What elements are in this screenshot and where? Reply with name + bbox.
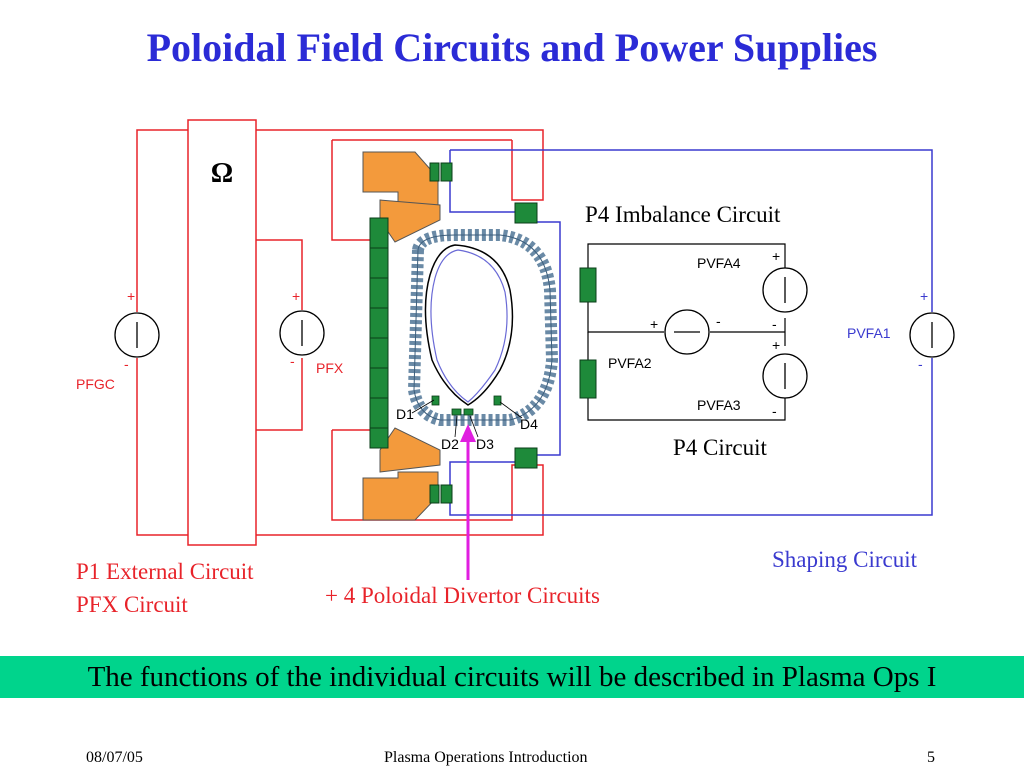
divertor-arrow bbox=[460, 424, 476, 580]
power-supply-pvfa4 bbox=[762, 267, 808, 313]
power-supply-pvfa2 bbox=[664, 309, 710, 355]
label-d3: D3 bbox=[476, 436, 494, 452]
slide-title: Poloidal Field Circuits and Power Suppli… bbox=[146, 25, 878, 70]
label-pfgc: PFGC bbox=[76, 376, 115, 392]
red-circuit-wires bbox=[136, 129, 544, 536]
omega-symbol: Ω bbox=[211, 158, 233, 189]
pvfa4-plus: + bbox=[772, 248, 780, 264]
caption-p4-circuit: P4 Circuit bbox=[673, 435, 768, 460]
pvfa3-plus: + bbox=[772, 337, 780, 353]
power-supply-pfgc bbox=[114, 312, 160, 358]
pvfa1-minus: - bbox=[918, 356, 923, 372]
p4-circuit-wires bbox=[587, 243, 786, 421]
pvfa2-minus: - bbox=[716, 313, 721, 329]
banner-text: The functions of the individual circuits… bbox=[87, 660, 937, 693]
label-d1: D1 bbox=[396, 406, 414, 422]
footer-date: 08/07/05 bbox=[86, 749, 143, 766]
power-supply-pfx bbox=[279, 310, 325, 356]
pfgc-plus: + bbox=[127, 288, 135, 304]
pvfa1-plus: + bbox=[920, 288, 928, 304]
power-supply-pvfa1 bbox=[909, 312, 955, 358]
label-pvfa1: PVFA1 bbox=[847, 325, 891, 341]
pfx-minus: - bbox=[290, 353, 295, 369]
p4-coils bbox=[579, 267, 597, 399]
label-pfx: PFX bbox=[316, 360, 344, 376]
pvfa2-plus: + bbox=[650, 316, 658, 332]
caption-shaping: Shaping Circuit bbox=[772, 547, 918, 572]
pf-coils bbox=[429, 162, 538, 504]
power-supply-pvfa3 bbox=[762, 353, 808, 399]
vessel-structure bbox=[362, 151, 441, 521]
label-d4: D4 bbox=[520, 416, 538, 432]
footer-page-number: 5 bbox=[927, 749, 935, 766]
label-pvfa2: PVFA2 bbox=[608, 355, 652, 371]
label-d2: D2 bbox=[441, 436, 459, 452]
divertor-coils bbox=[431, 395, 502, 416]
pfgc-minus: - bbox=[124, 356, 129, 372]
pvfa4-minus: - bbox=[772, 316, 777, 332]
caption-pfx-circuit: PFX Circuit bbox=[76, 592, 188, 617]
label-pvfa4: PVFA4 bbox=[697, 255, 741, 271]
caption-divertor: + 4 Poloidal Divertor Circuits bbox=[325, 583, 600, 608]
plasma-boundary bbox=[424, 244, 514, 406]
pfx-plus: + bbox=[292, 288, 300, 304]
pvfa3-minus: - bbox=[772, 403, 777, 419]
center-stack-coils bbox=[369, 217, 389, 449]
caption-p4-imbalance: P4 Imbalance Circuit bbox=[585, 202, 781, 227]
ohmic-coil-box bbox=[187, 119, 257, 546]
label-pvfa3: PVFA3 bbox=[697, 397, 741, 413]
blue-circuit-wires bbox=[449, 149, 933, 516]
footer-center: Plasma Operations Introduction bbox=[384, 749, 588, 766]
info-banner: The functions of the individual circuits… bbox=[0, 656, 1024, 698]
plasma-separatrix bbox=[430, 249, 508, 403]
caption-p1-external: P1 External Circuit bbox=[76, 559, 254, 584]
